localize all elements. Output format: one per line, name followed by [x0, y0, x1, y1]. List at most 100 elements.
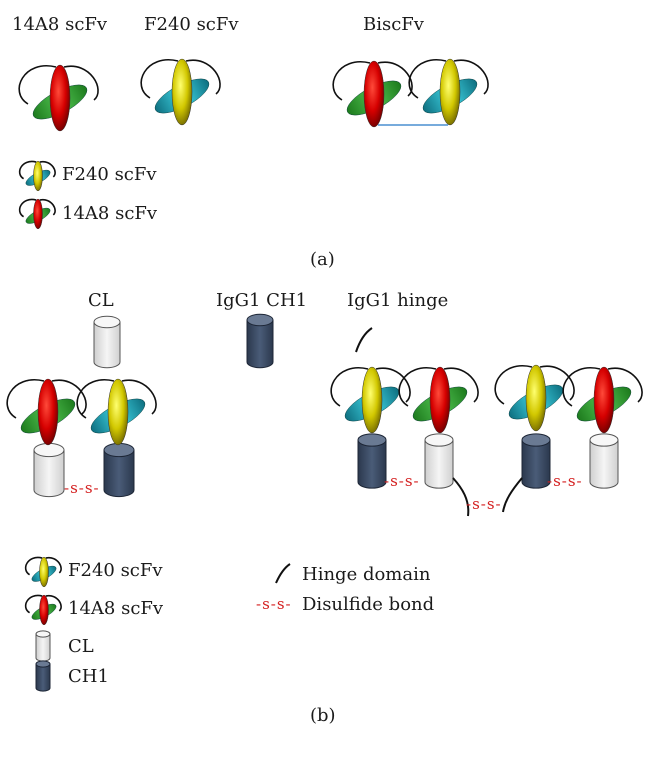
scfv-f240-vh-yellow — [171, 58, 193, 126]
biscfv-f240-domain — [408, 58, 489, 126]
legend-b-14a8-icon-linker — [24, 594, 43, 614]
legend-a-f240-icon-linker-2 — [39, 160, 56, 178]
cl-domain-free-body — [93, 321, 121, 369]
legend-b-14a8-icon-linker-2 — [45, 594, 62, 612]
scfv-14a8-vh-red — [49, 64, 71, 132]
biscfv-f240-domain-linker — [408, 58, 447, 99]
dimer-cl-2-top — [589, 433, 619, 447]
biscfv-14a8-domain-linker — [332, 60, 371, 101]
label-biscfv: BiscFv — [363, 14, 424, 35]
dimer-f240-scfv-2 — [494, 364, 575, 432]
legend-a-14a8-icon-linker — [18, 198, 37, 218]
legend-b-14a8-label: 14A8 scFv — [68, 598, 164, 619]
cl-domain-free-top — [93, 315, 121, 329]
label-f240-scfv: F240 scFv — [144, 14, 239, 35]
legend-b-cl-icon-top — [35, 630, 51, 638]
legend-b-cl-icon — [35, 630, 51, 662]
fab-14a8-scfv-vh-red — [37, 378, 59, 446]
caption-a: (a) — [310, 249, 335, 270]
cl-domain-free — [93, 315, 121, 369]
dimer-cl-1 — [424, 433, 454, 489]
dimer-cl-1-body — [424, 439, 454, 489]
dimer-ch1-1-body — [357, 439, 387, 489]
legend-b-ch1-icon-body — [35, 663, 51, 692]
legend-hinge-label: Hinge domain — [302, 564, 431, 585]
legend-b-ch1-icon-top — [35, 660, 51, 668]
legend-disulfide-label: Disulfide bond — [302, 594, 435, 615]
fab-ch1-top — [103, 442, 135, 458]
legend-b-f240-icon — [24, 556, 62, 588]
legend-b-14a8-icon-vh-red — [39, 594, 49, 626]
legend-a-14a8-icon-vh-red — [33, 198, 43, 230]
biscfv-14a8-domain-vh-red — [363, 60, 385, 128]
dimer-cl-1-top — [424, 433, 454, 447]
ch1-domain-free-body — [246, 319, 274, 369]
legend-hinge-icon — [275, 563, 291, 584]
dimer-14a8-scfv-1-linker-2 — [443, 367, 479, 403]
scfv-14a8 — [18, 64, 99, 132]
dimer-14a8-scfv-2-linker — [562, 366, 601, 407]
dimer-14a8-scfv-1 — [398, 366, 479, 434]
fab-cl — [33, 442, 65, 498]
scfv-f240 — [140, 58, 221, 126]
legend-b-cl-icon-body — [35, 633, 51, 662]
legend-a-f240-icon-vh-yellow — [33, 160, 43, 192]
scfv-14a8-linker-2 — [63, 65, 99, 101]
label-cl: CL — [88, 290, 114, 311]
disulfide-bond-right-1: -s-s- — [384, 472, 420, 490]
legend-b-f240-icon-vh-yellow — [39, 556, 49, 588]
hinge-1 — [452, 477, 470, 517]
caption-b: (b) — [310, 705, 336, 726]
legend-b-f240-label: F240 scFv — [68, 560, 163, 581]
fab-ch1 — [103, 442, 135, 498]
dimer-cl-2 — [589, 433, 619, 489]
legend-disulfide-symbol: -s-s- — [256, 595, 292, 613]
fab-f240-scfv-linker-2 — [121, 379, 157, 415]
dimer-ch1-2-top — [521, 433, 551, 447]
dimer-f240-scfv-2-vh-yellow — [525, 364, 547, 432]
fab-f240-scfv-vh-yellow — [107, 378, 129, 446]
scfv-14a8-linker — [18, 64, 57, 105]
fab-ch1-body — [103, 449, 135, 498]
legend-a-f240-icon-linker — [18, 160, 37, 180]
dimer-14a8-scfv-1-linker — [398, 366, 437, 407]
fab-cl-top — [33, 442, 65, 458]
dimer-ch1-2-body — [521, 439, 551, 489]
dimer-14a8-scfv-2-vh-red — [593, 366, 615, 434]
hinge-2 — [502, 477, 523, 513]
dimer-14a8-scfv-1-vh-red — [429, 366, 451, 434]
biscfv-14a8-domain-linker-2 — [377, 61, 413, 97]
legend-b-cl-label: CL — [68, 636, 94, 657]
dimer-ch1-1 — [357, 433, 387, 489]
dimer-ch1-2 — [521, 433, 551, 489]
disulfide-bond-hinge: -s-s- — [466, 495, 502, 513]
biscfv-f240-domain-vh-yellow — [439, 58, 461, 126]
scfv-f240-linker — [140, 58, 179, 99]
fab-f240-scfv-linker — [76, 378, 115, 419]
legend-b-ch1-icon — [35, 660, 51, 692]
dimer-f240-scfv-2-linker — [494, 364, 533, 405]
dimer-f240-scfv-1 — [330, 366, 411, 434]
ch1-domain-free-top — [246, 313, 274, 327]
legend-a-f240-label: F240 scFv — [62, 164, 157, 185]
legend-b-f240-icon-linker-2 — [45, 556, 62, 574]
biscfv-f240-domain-linker-2 — [453, 59, 489, 95]
dimer-f240-scfv-1-linker — [330, 366, 369, 407]
disulfide-bond-left: -s-s- — [64, 479, 100, 497]
label-igg1-ch1: IgG1 CH1 — [216, 290, 308, 311]
scfv-f240-linker-2 — [185, 59, 221, 95]
legend-a-14a8-icon — [18, 198, 56, 230]
legend-b-ch1-label: CH1 — [68, 666, 109, 687]
legend-a-14a8-label: 14A8 scFv — [62, 203, 158, 224]
legend-b-f240-icon-linker — [24, 556, 43, 576]
fab-f240-scfv — [76, 378, 157, 446]
dimer-f240-scfv-1-vh-yellow — [361, 366, 383, 434]
fab-cl-body — [33, 449, 65, 498]
fab-14a8-scfv-linker — [6, 378, 45, 419]
legend-a-14a8-icon-linker-2 — [39, 198, 56, 216]
dimer-ch1-1-top — [357, 433, 387, 447]
legend-a-f240-icon — [18, 160, 56, 192]
label-14a8-scfv: 14A8 scFv — [12, 14, 108, 35]
fab-14a8-scfv — [6, 378, 87, 446]
